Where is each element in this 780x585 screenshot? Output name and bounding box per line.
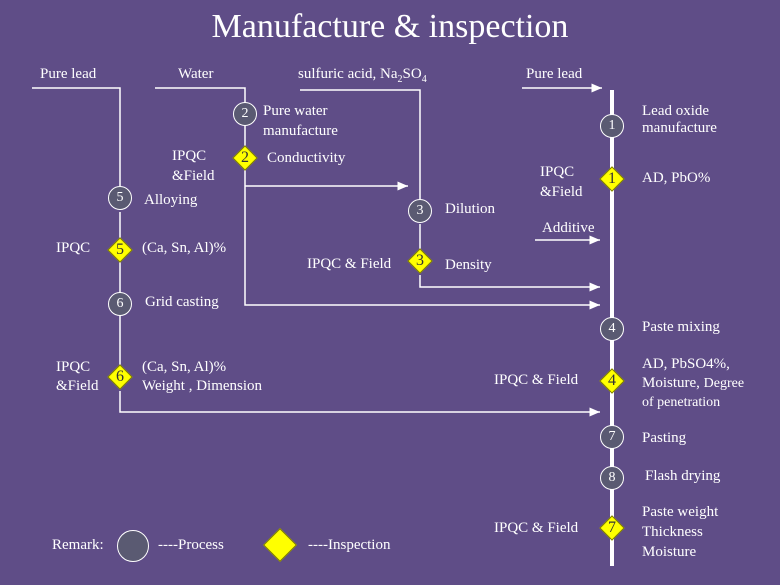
process-label-alloying: Alloying <box>144 192 198 208</box>
legend-label: Remark: <box>52 537 104 553</box>
legend-process-circle <box>117 530 149 562</box>
process-label-grid-casting: Grid casting <box>145 294 219 310</box>
process-node-7: 7 <box>600 425 624 449</box>
process-label-dilution: Dilution <box>445 201 496 217</box>
process-node-5: 5 <box>108 186 132 210</box>
process-label-pasting: Pasting <box>642 430 687 446</box>
legend-process-label: ----Process <box>158 537 224 553</box>
process-label-flash-drying: Flash drying <box>645 468 721 484</box>
legend-inspection-diamond <box>262 528 298 562</box>
acid-line <box>300 89 421 199</box>
grid-to-main-line <box>119 391 600 417</box>
inspection-diamond-4: 4 <box>599 368 625 394</box>
page-title: Manufacture & inspection <box>211 8 569 45</box>
additive-label: Additive <box>542 220 595 236</box>
inspection-6-who: IPQC&Field <box>56 359 99 394</box>
inspection-diamond-3: 3 <box>407 248 433 274</box>
process-node-1: 1 <box>600 114 624 138</box>
inspection-1-item: AD, PbO% <box>642 170 711 186</box>
inspection-2-who: IPQC&Field <box>172 148 215 184</box>
inspection-3-item: Density <box>445 257 492 273</box>
water-line <box>155 87 246 105</box>
inspection-diamond-2: 2 <box>232 145 258 171</box>
pure-lead-left-label: Pure lead <box>40 66 97 82</box>
inspection-2-item: Conductivity <box>267 150 346 166</box>
acid-to-main-line <box>419 275 600 292</box>
legend-inspection-label: ----Inspection <box>308 537 391 553</box>
sulfuric-acid-label: sulfuric acid, Na2SO4 <box>298 66 427 85</box>
inspection-6-items: (Ca, Sn, Al)%Weight , Dimension <box>142 359 263 394</box>
process-label-paste-mixing: Paste mixing <box>642 319 720 335</box>
water-label: Water <box>178 66 214 82</box>
inspection-5-item: (Ca, Sn, Al)% <box>142 240 227 256</box>
inspection-7-who: IPQC & Field <box>494 520 579 536</box>
process-node-6: 6 <box>108 292 132 316</box>
process-node-2: 2 <box>233 102 257 126</box>
pure-lead-right-label: Pure lead <box>526 66 583 82</box>
process-node-8: 8 <box>600 466 624 490</box>
inspection-diamond-6: 6 <box>107 364 133 390</box>
process-node-4: 4 <box>600 317 624 341</box>
process-node-3: 3 <box>408 199 432 223</box>
inspection-7-items: Paste weight Thickness Moisture <box>642 504 719 560</box>
inspection-4-items: AD, PbSO4%, Moisture, Degree of penetrat… <box>642 356 745 410</box>
pure-lead-left-line <box>32 87 121 186</box>
inspection-diamond-7: 7 <box>599 515 625 541</box>
inspection-4-who: IPQC & Field <box>494 372 579 388</box>
inspection-3-who: IPQC & Field <box>307 256 392 272</box>
inspection-5-who: IPQC <box>56 240 91 256</box>
water-to-main-line <box>244 170 600 310</box>
inspection-diamond-1: 1 <box>599 166 625 192</box>
inspection-diamond-5: 5 <box>107 237 133 263</box>
inspection-1-who: IPQC&Field <box>540 164 583 200</box>
